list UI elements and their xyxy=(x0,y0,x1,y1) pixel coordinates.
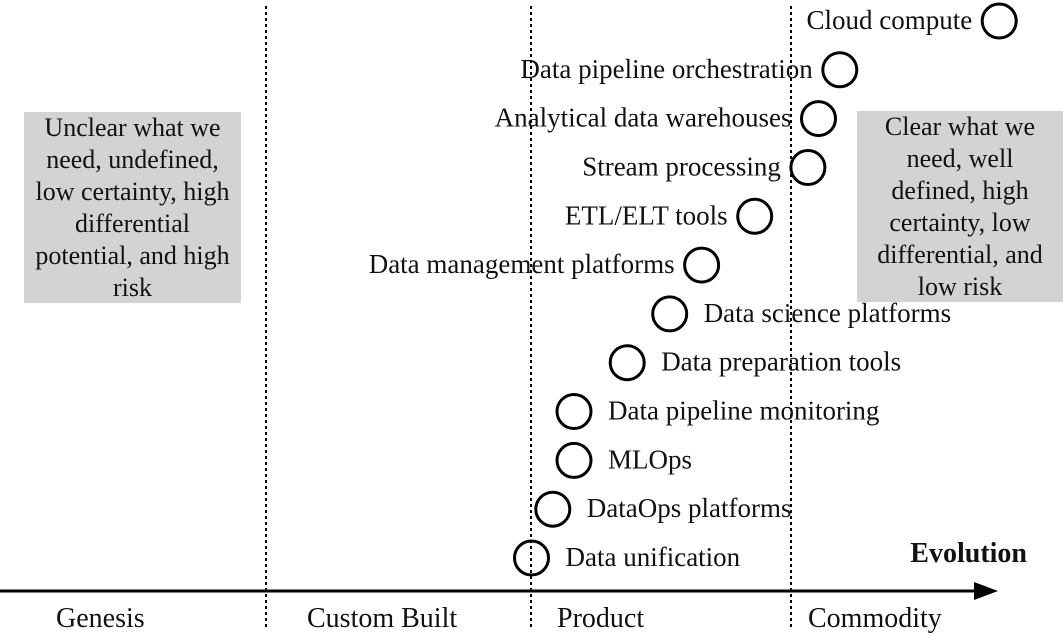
stage-label-commodity: Commodity xyxy=(808,603,942,634)
component-label: ETL/ELT tools xyxy=(565,200,728,230)
component-marker xyxy=(513,539,550,577)
component-marker xyxy=(821,51,859,89)
stage-label-genesis: Genesis xyxy=(56,603,145,634)
evolution-axis-label: Evolution xyxy=(910,538,1027,569)
component-label: Stream processing xyxy=(582,152,781,182)
component: DataOps platforms xyxy=(534,490,792,528)
component-marker xyxy=(555,393,593,430)
component: Data preparation tools xyxy=(608,344,901,382)
component-label: MLOps xyxy=(608,444,692,474)
component-marker xyxy=(683,246,721,284)
component: ETL/ELT tools xyxy=(565,197,774,235)
component: Data pipeline orchestration xyxy=(520,51,859,89)
component-marker xyxy=(651,295,689,333)
component-label: Analytical data warehouses xyxy=(495,103,792,133)
stage-label-custom-built: Custom Built xyxy=(307,603,457,634)
stage-label-product: Product xyxy=(557,603,644,634)
genesis-note: Unclear what we need, undefined, low cer… xyxy=(24,112,241,303)
component-label: Data pipeline monitoring xyxy=(608,396,879,426)
component: Analytical data warehouses xyxy=(495,100,837,138)
component-label: DataOps platforms xyxy=(587,493,792,523)
component-marker xyxy=(608,344,646,382)
component: Data science platforms xyxy=(651,295,951,333)
commodity-note: Clear what we need, well defined, high c… xyxy=(857,111,1063,302)
component-label: Data pipeline orchestration xyxy=(520,54,813,84)
component: Data pipeline monitoring xyxy=(555,393,879,430)
stage-dividers xyxy=(265,6,792,628)
component-marker xyxy=(534,490,572,528)
evolution-axis-arrowhead xyxy=(974,582,998,600)
genesis-note-text: Unclear what we need, undefined, low cer… xyxy=(35,112,230,302)
component: Stream processing xyxy=(582,149,827,186)
component-marker xyxy=(980,2,1018,40)
component: Data management platforms xyxy=(369,246,721,284)
component: MLOps xyxy=(555,441,692,479)
component-marker xyxy=(555,441,593,479)
component-marker xyxy=(800,100,837,138)
evolution-axis: Evolution xyxy=(0,538,1027,600)
component-marker xyxy=(736,197,774,235)
component-label: Cloud compute xyxy=(806,5,972,35)
commodity-note-text: Clear what we need, well defined, high c… xyxy=(877,111,1043,301)
stage-labels: Genesis Custom Built Product Commodity xyxy=(56,603,942,634)
component: Cloud compute xyxy=(806,2,1018,40)
component-label: Data management platforms xyxy=(369,249,675,279)
component-label: Data unification xyxy=(566,542,741,572)
component-marker xyxy=(789,149,827,186)
component-label: Data preparation tools xyxy=(661,347,901,377)
component: Data unification xyxy=(513,539,741,577)
component-label: Data science platforms xyxy=(704,298,951,328)
